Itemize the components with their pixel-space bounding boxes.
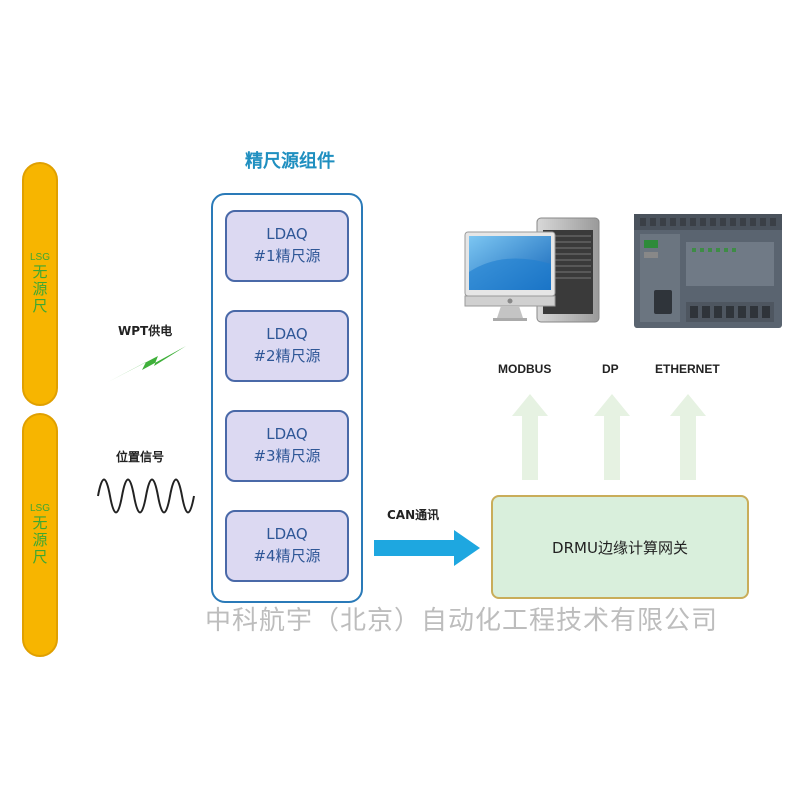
can-arrow <box>374 530 480 566</box>
sine-wave-icon <box>97 478 195 514</box>
ldaq-unit-1: LDAQ #1精尺源 <box>225 210 349 282</box>
lsg-char: 源 <box>32 280 48 299</box>
ldaq-sub: #4精尺源 <box>253 547 321 565</box>
protocol-modbus: MODBUS <box>498 362 552 376</box>
can-label: CAN通讯 <box>387 508 440 522</box>
up-arrow-modbus <box>512 394 548 480</box>
position-signal-label: 位置信号 <box>116 450 165 464</box>
drmu-gateway: DRMU边缘计算网关 <box>491 495 749 599</box>
ldaq-sub: #3精尺源 <box>253 447 321 465</box>
computer-icon <box>464 217 600 323</box>
ldaq-unit-4: LDAQ #4精尺源 <box>225 510 349 582</box>
lsg-label: LSG <box>29 252 50 264</box>
ldaq-name: LDAQ <box>266 425 308 444</box>
lsg-label: LSG <box>29 503 50 515</box>
ldaq-group-box <box>211 193 363 603</box>
lsg-passive-scale-top: LSG 无 源 尺 <box>22 162 58 406</box>
lsg-passive-scale-bottom: LSG 无 源 尺 <box>22 413 58 657</box>
lsg-char: 尺 <box>32 297 48 316</box>
lsg-char: 无 <box>32 513 48 532</box>
lsg-char: 源 <box>32 531 48 550</box>
lightning-icon <box>108 346 186 382</box>
ldaq-sub: #2精尺源 <box>253 347 321 365</box>
protocol-dp: DP <box>602 362 619 376</box>
ldaq-sub: #1精尺源 <box>253 247 321 265</box>
group-title: 精尺源组件 <box>245 151 335 172</box>
plc-icon <box>634 214 782 328</box>
drmu-label: DRMU边缘计算网关 <box>552 538 688 557</box>
ldaq-name: LDAQ <box>266 225 308 244</box>
ldaq-unit-3: LDAQ #3精尺源 <box>225 410 349 482</box>
ldaq-unit-2: LDAQ #2精尺源 <box>225 310 349 382</box>
wpt-power-label: WPT供电 <box>118 324 173 338</box>
lsg-char: 尺 <box>32 548 48 567</box>
company-watermark: 中科航宇（北京）自动化工程技术有限公司 <box>205 606 719 636</box>
up-arrow-dp <box>594 394 630 480</box>
ldaq-name: LDAQ <box>266 325 308 344</box>
ldaq-name: LDAQ <box>266 525 308 544</box>
protocol-ethernet: ETHERNET <box>655 362 720 376</box>
lsg-char: 无 <box>32 262 48 281</box>
up-arrow-ethernet <box>670 394 706 480</box>
